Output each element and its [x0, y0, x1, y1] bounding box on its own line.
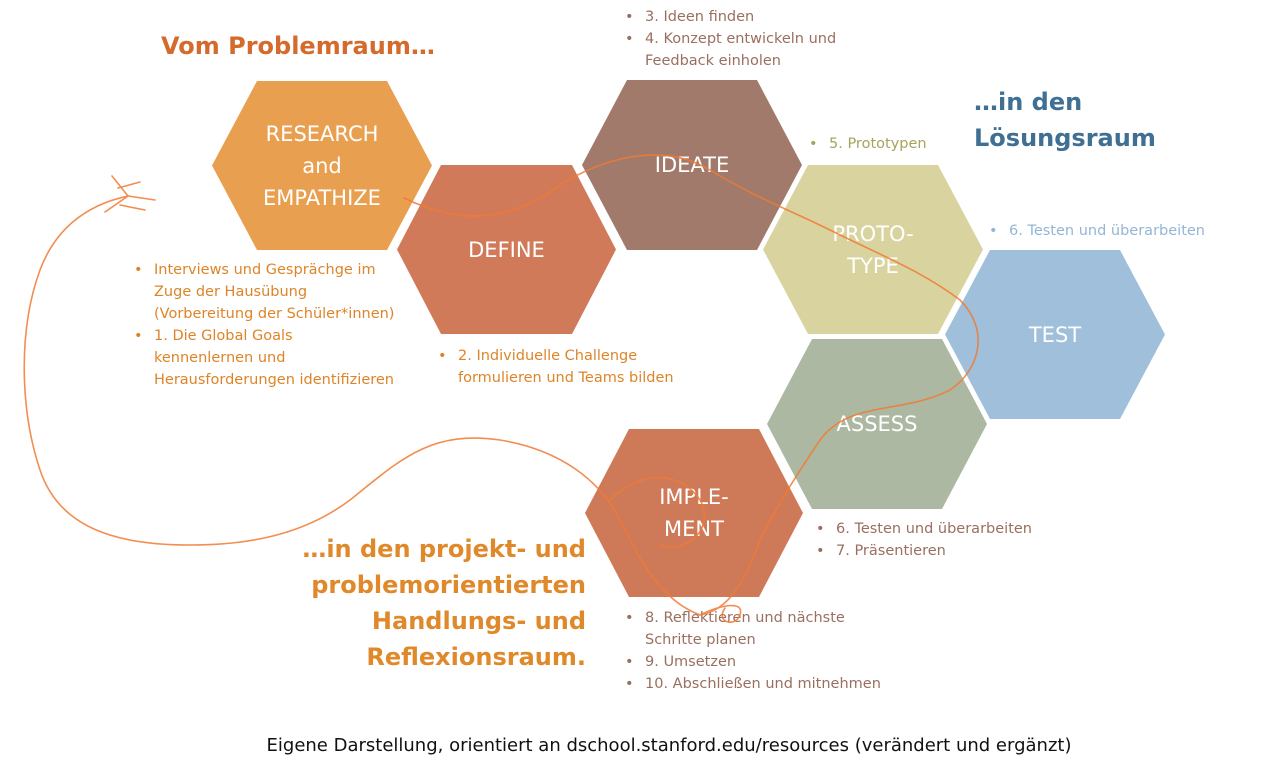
hex-prototype-line2: TYPE — [847, 253, 899, 278]
problem-space-title: Vom Problemraum… — [161, 32, 435, 60]
note-ideate-1: 3. Ideen finden — [622, 6, 852, 28]
hex-test-label: TEST — [945, 250, 1165, 419]
notes-assess: 6. Testen und überarbeiten 7. Präsentier… — [813, 518, 1063, 562]
note-assess-1: 6. Testen und überarbeiten — [813, 518, 1063, 540]
note-test-1: 6. Testen und überarbeiten — [986, 220, 1226, 242]
hex-ideate-line1: IDEATE — [654, 153, 730, 177]
note-implement-3: 10. Abschließen und mitnehmen — [622, 673, 892, 695]
reflection-title-line1: …in den projekt- und — [302, 535, 586, 563]
hex-research-line1: RESEARCH — [265, 121, 379, 146]
note-implement-2: 9. Umsetzen — [622, 651, 892, 673]
reflection-title-line2: problemorientierten — [311, 571, 586, 599]
note-research-1: Interviews und Gesprächge im Zuge der Ha… — [131, 259, 396, 325]
note-implement-1: 8. Reflektieren und nächste Schritte pla… — [622, 607, 892, 651]
notes-define: 2. Individuelle Challenge formulieren un… — [435, 345, 695, 389]
note-research-2: 1. Die Global Goals kennenlernen und Her… — [131, 325, 396, 391]
hex-define-line1: DEFINE — [468, 237, 545, 262]
solution-space-title: …in den Lösungsraum — [974, 84, 1156, 156]
hex-test: TEST — [945, 250, 1165, 419]
hex-implement-line1: IMPLE- — [659, 485, 729, 509]
hex-prototype-line1: PROTO- — [832, 221, 914, 246]
hex-implement: IMPLE- MENT — [585, 429, 803, 597]
reflection-title-line3: Handlungs- und Reflexionsraum. — [366, 607, 586, 671]
hex-implement-label: IMPLE- MENT — [585, 429, 803, 597]
note-assess-2: 7. Präsentieren — [813, 540, 1063, 562]
notes-test: 6. Testen und überarbeiten — [986, 220, 1226, 242]
note-define-1: 2. Individuelle Challenge formulieren un… — [435, 345, 695, 389]
hex-research-line2: and — [302, 153, 342, 178]
notes-implement: 8. Reflektieren und nächste Schritte pla… — [622, 607, 892, 695]
hex-test-shape — [945, 250, 1165, 419]
hex-test-line1: TEST — [1028, 322, 1082, 347]
notes-ideate: 3. Ideen finden 4. Konzept entwickeln un… — [622, 6, 852, 72]
hex-research-line3: EMPATHIZE — [263, 185, 381, 210]
notes-research: Interviews und Gesprächge im Zuge der Ha… — [131, 259, 396, 391]
notes-prototype: 5. Prototypen — [806, 133, 966, 155]
solution-title-line1: …in den — [974, 88, 1083, 116]
note-prototype-1: 5. Prototypen — [806, 133, 966, 155]
source-caption: Eigene Darstellung, orientiert an dschoo… — [266, 735, 1072, 756]
hex-implement-line2: MENT — [664, 517, 724, 541]
solution-title-line2: Lösungsraum — [974, 124, 1156, 152]
hex-assess-line1: ASSESS — [836, 412, 918, 436]
note-ideate-2: 4. Konzept entwickeln und Feedback einho… — [622, 28, 852, 72]
reflection-space-title: …in den projekt- und problemorientierten… — [180, 531, 586, 675]
